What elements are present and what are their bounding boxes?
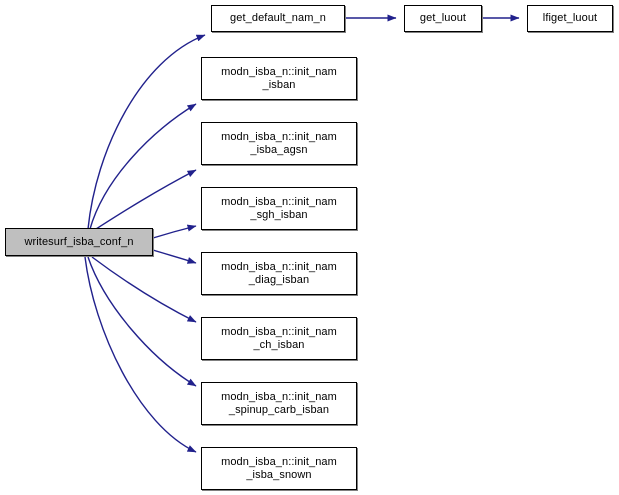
edge-root-to-n8 [84,256,197,453]
graph-node-n1[interactable]: get_default_nam_n [211,5,345,32]
graph-node-label: modn_isba_n::init_nam _isban [221,65,337,91]
graph-node-n4[interactable]: modn_isba_n::init_nam _sgh_isban [201,187,357,230]
edge-root-to-n1 [87,34,206,230]
graph-node-n2[interactable]: modn_isba_n::init_nam _isban [201,57,357,100]
graph-node-n9[interactable]: get_luout [404,5,482,32]
graph-node-root[interactable]: writesurf_isba_conf_n [5,228,153,256]
graph-node-label: writesurf_isba_conf_n [24,235,134,248]
graph-node-n10[interactable]: lfiget_luout [527,5,613,32]
graph-node-n7[interactable]: modn_isba_n::init_nam _spinup_carb_isban [201,382,357,425]
edge-root-to-n7 [87,256,197,387]
edges-group [84,14,520,453]
graph-node-n6[interactable]: modn_isba_n::init_nam _ch_isban [201,317,357,360]
graph-node-label: modn_isba_n::init_nam _ch_isban [221,325,337,351]
edge-root-to-n5 [152,249,197,264]
graph-node-label: lfiget_luout [542,12,598,24]
graph-node-label: get_luout [419,12,467,24]
graph-node-label: modn_isba_n::init_nam _spinup_carb_isban [221,390,337,416]
edge-root-to-n6 [91,256,197,323]
graph-node-label: modn_isba_n::init_nam _diag_isban [221,260,337,286]
edge-root-to-n3 [95,169,197,230]
graph-node-label: get_default_nam_n [230,12,326,24]
graph-node-label: modn_isba_n::init_nam _isba_agsn [221,130,337,156]
graph-node-n3[interactable]: modn_isba_n::init_nam _isba_agsn [201,122,357,165]
graph-node-label: modn_isba_n::init_nam _isba_snown [221,455,337,481]
edge-root-to-n2 [89,103,197,230]
edge-root-to-n4 [152,224,197,239]
graph-node-label: modn_isba_n::init_nam _sgh_isban [221,195,337,221]
graph-node-n8[interactable]: modn_isba_n::init_nam _isba_snown [201,447,357,490]
graph-node-n5[interactable]: modn_isba_n::init_nam _diag_isban [201,252,357,295]
